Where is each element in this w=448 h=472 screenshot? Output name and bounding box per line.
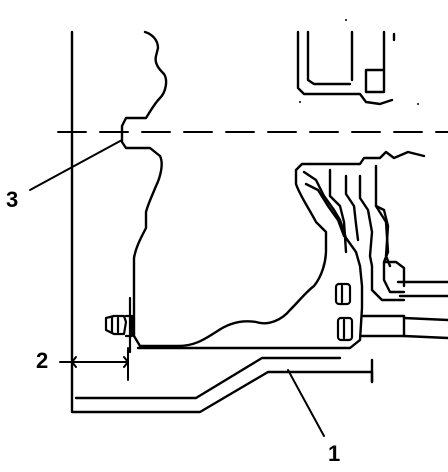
upper-right-housing (296, 30, 396, 106)
housing-outline (70, 30, 374, 414)
callout-3-label: 3 (6, 187, 19, 212)
callout-1-label: 1 (328, 441, 341, 466)
leader-lines (29, 139, 325, 437)
callout-2-label: 2 (36, 348, 49, 373)
dimension-2 (59, 347, 129, 381)
right-bolts (334, 282, 354, 342)
lower-right-internals (136, 150, 448, 350)
left-bolt (104, 296, 134, 354)
leader-1 (287, 369, 325, 437)
casting-profile (120, 30, 328, 348)
leader-3 (29, 139, 123, 191)
scan-dots (299, 19, 419, 105)
